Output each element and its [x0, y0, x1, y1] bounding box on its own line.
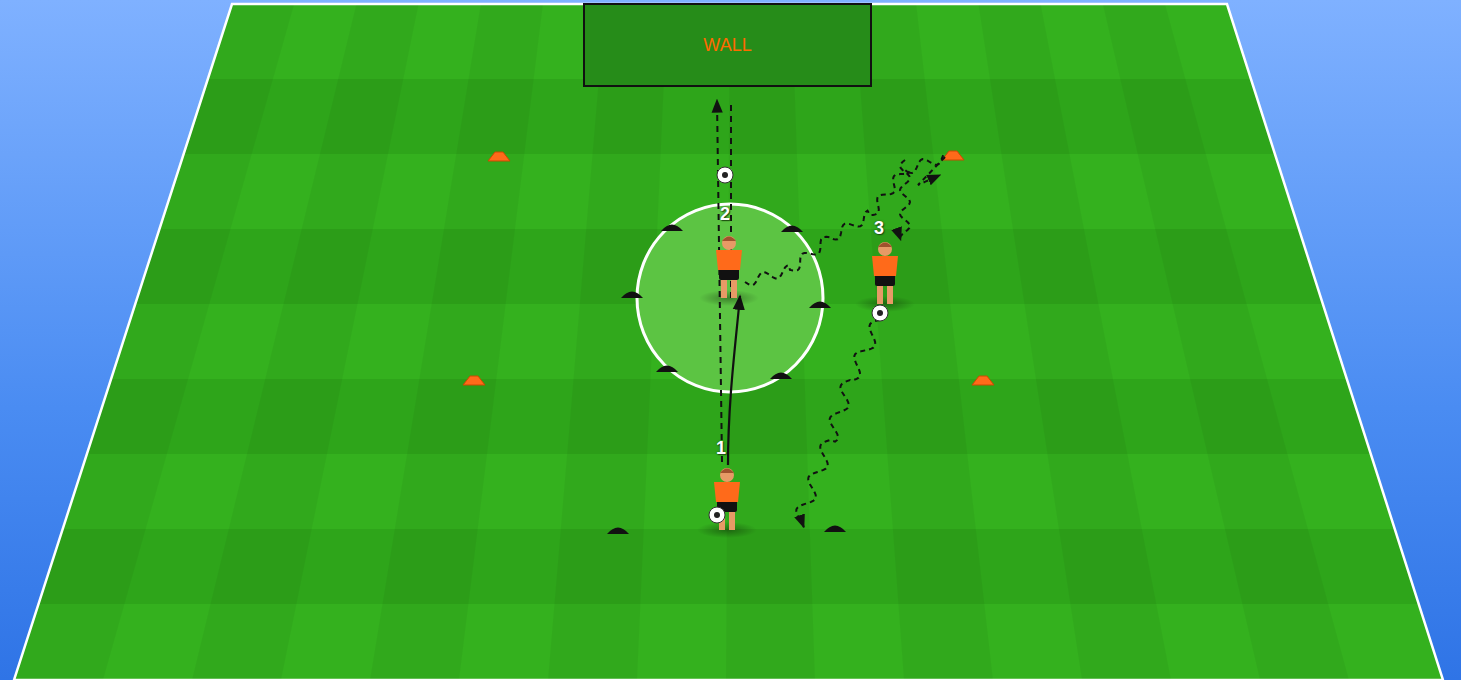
disc-cone: [824, 526, 846, 533]
ball: [872, 305, 888, 321]
wall-box: WALL: [583, 3, 872, 87]
player-head: [720, 468, 734, 482]
ball-patch: [877, 310, 883, 316]
dribble-line: [900, 160, 910, 240]
ball: [709, 507, 725, 523]
player-hair: [722, 237, 736, 242]
player-hair: [878, 243, 892, 248]
player-head: [878, 242, 892, 256]
run-line: [728, 296, 740, 465]
cones: [463, 151, 994, 534]
dribble-line: [745, 154, 944, 285]
player-head: [722, 236, 736, 250]
marker-cone: [942, 151, 964, 160]
disc-cone: [656, 366, 678, 373]
disc-cone: [661, 225, 683, 232]
player-shirt: [714, 482, 740, 502]
stripe: [1103, 4, 1349, 680]
pitch-stripes: [0, 4, 1461, 680]
centre-circle: [637, 204, 823, 392]
wall-label: WALL: [703, 35, 751, 56]
dribble-line: [918, 157, 945, 185]
marker-cone: [488, 152, 510, 161]
disc-cone: [770, 373, 792, 380]
player-shadow: [697, 522, 757, 538]
marker-cone: [463, 376, 485, 385]
marker-cone: [972, 376, 994, 385]
ball-patch: [722, 172, 728, 178]
pitch-boundary: [14, 4, 1443, 680]
stripe: [370, 4, 543, 680]
player-shirt: [716, 250, 742, 270]
players: [697, 167, 915, 538]
player-shirt: [872, 256, 898, 276]
callout-number: 3: [874, 219, 884, 237]
stripe: [192, 4, 419, 680]
disc-cone: [607, 528, 629, 535]
callout-number: 2: [720, 205, 730, 223]
movement-lines: [717, 100, 740, 465]
dribble-line: [796, 320, 880, 527]
player-shadow: [699, 290, 759, 306]
ball-patch: [714, 512, 720, 518]
disc-cone: [781, 226, 803, 233]
disc-cone: [809, 302, 831, 309]
dribble-lines: [745, 154, 945, 527]
player-hair: [720, 469, 734, 474]
disc-cone: [621, 292, 643, 299]
callout-number: 1: [716, 439, 726, 457]
ball: [717, 167, 733, 183]
